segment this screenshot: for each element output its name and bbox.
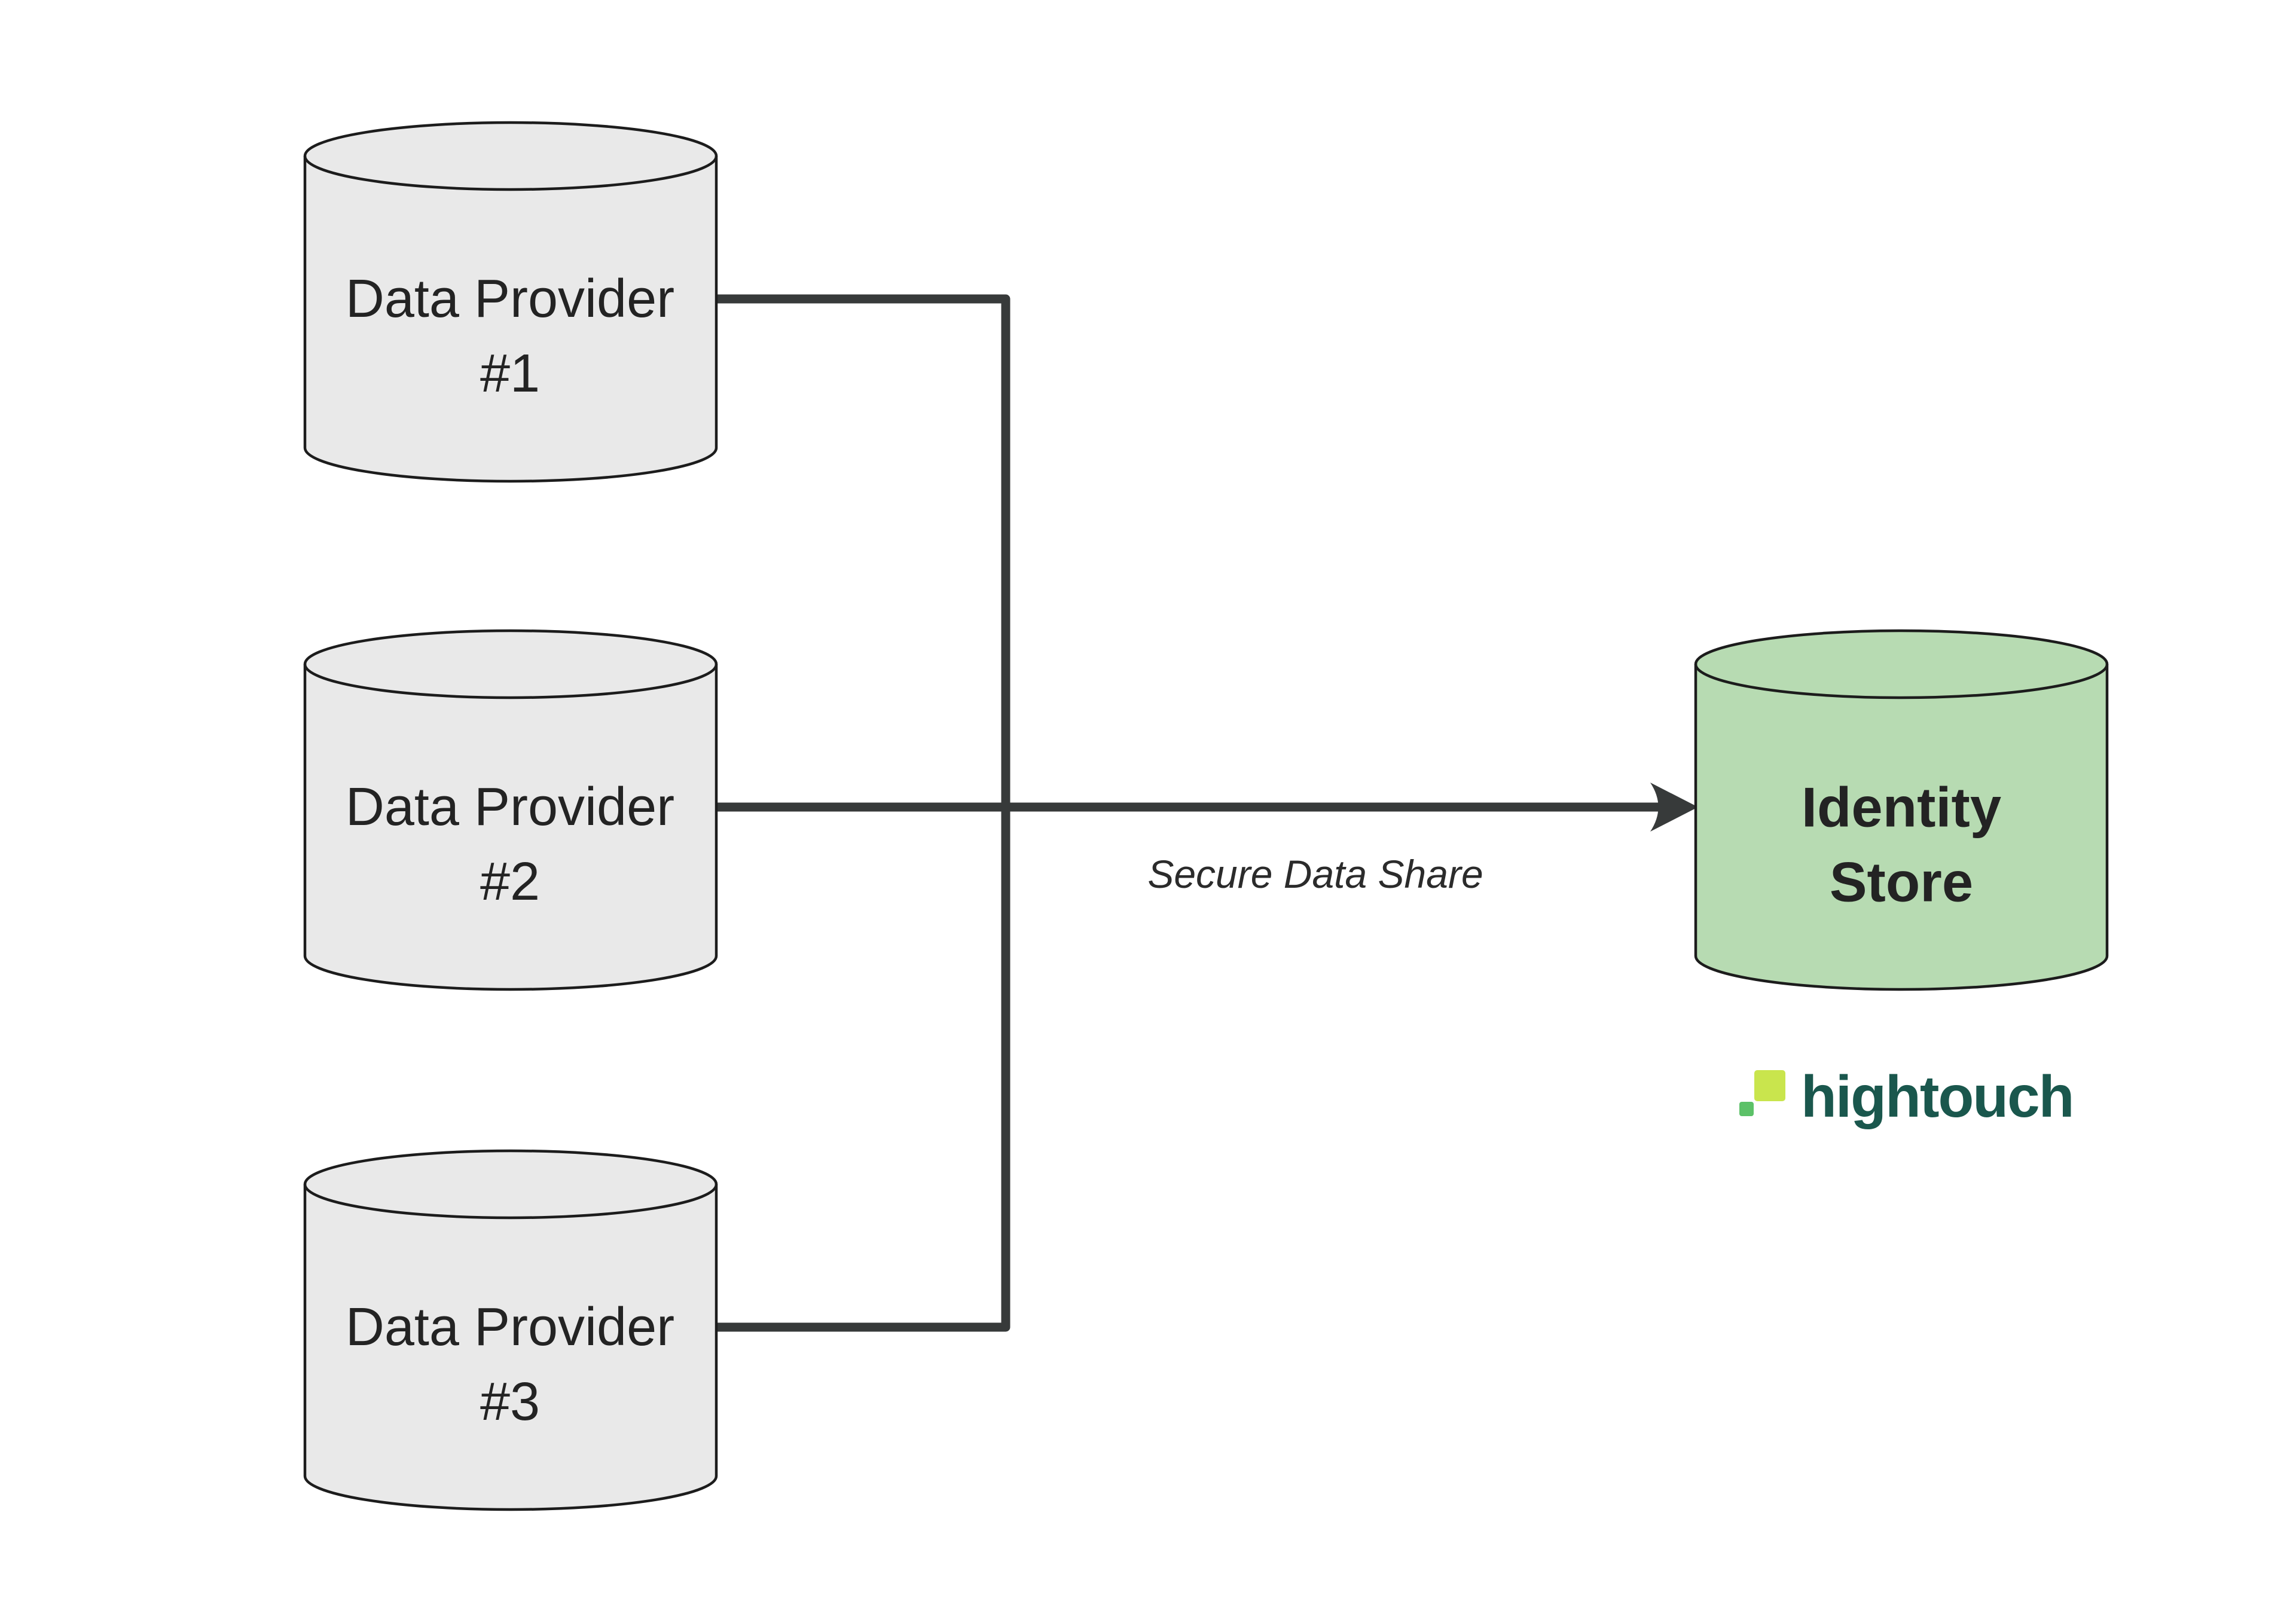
logo-wordmark: hightouch <box>1801 1064 2074 1129</box>
logo-mark-small-square-icon <box>1739 1102 1754 1116</box>
identity-store-label-line2: Store <box>1830 851 1973 913</box>
hightouch-logo: hightouch <box>1739 1064 2075 1129</box>
data-provider-2-label-line2: #2 <box>480 852 540 912</box>
cylinder-body <box>1694 629 2109 991</box>
cylinder-body <box>303 121 718 483</box>
arrowhead-icon <box>1650 783 1698 832</box>
identity-store-label-line1: Identity <box>1802 776 2001 839</box>
identity-store-node: Identity Store <box>1694 629 2109 991</box>
logo-mark-large-square-icon <box>1754 1070 1785 1101</box>
data-provider-2-label-line1: Data Provider <box>346 777 674 837</box>
cylinder-top-arc <box>1694 664 2109 699</box>
data-provider-2-node: Data Provider #2 <box>303 629 718 991</box>
connector-line-providers-trunk <box>716 294 1010 1332</box>
data-provider-3-node: Data Provider #3 <box>303 1149 718 1511</box>
data-provider-1-node: Data Provider #1 <box>303 121 718 483</box>
data-provider-1-label-line1: Data Provider <box>346 269 674 329</box>
cylinder-top-arc <box>303 664 718 699</box>
edge-label-secure-data-share: Secure Data Share <box>1147 852 1483 896</box>
cylinder-body <box>303 1149 718 1511</box>
cylinder-top-arc <box>303 155 718 191</box>
cylinder-body <box>303 629 718 991</box>
data-provider-1-label-line2: #1 <box>480 344 540 404</box>
cylinder-top-arc <box>303 1184 718 1220</box>
data-provider-3-label-line1: Data Provider <box>346 1297 674 1357</box>
connector-group <box>716 294 1698 1332</box>
data-provider-3-label-line2: #3 <box>480 1372 540 1432</box>
